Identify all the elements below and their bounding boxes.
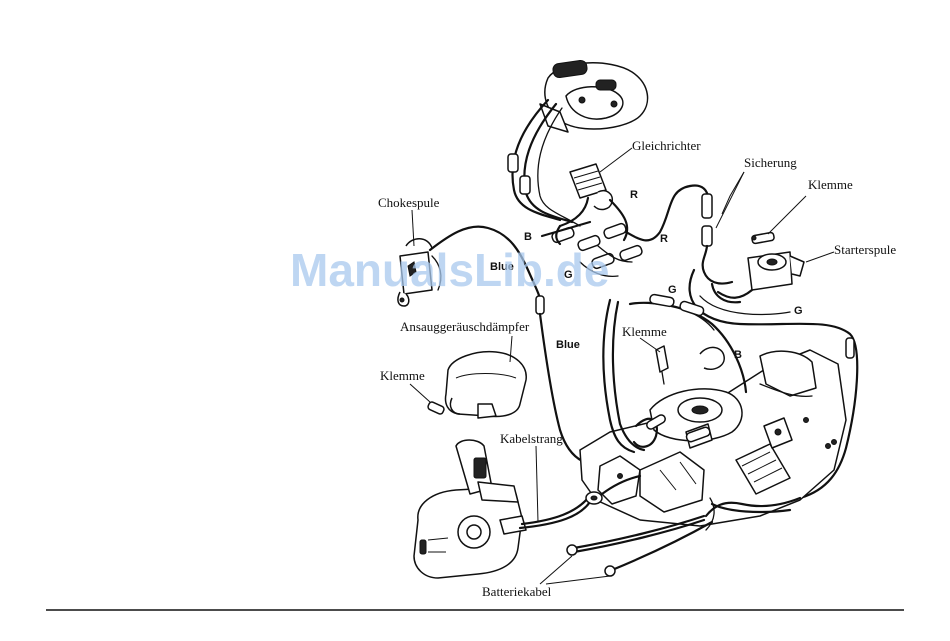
clamp-left: [427, 401, 445, 415]
label-starterspule: Starterspule: [834, 242, 896, 257]
starter-solenoid: [712, 252, 804, 302]
label-sicherung: Sicherung: [744, 155, 797, 170]
cable-grommet: [586, 492, 602, 504]
label-chokespule: Chokespule: [378, 195, 440, 210]
wire-code-b-left: B: [524, 231, 532, 243]
watermark-text: ManualsLib.de: [290, 244, 609, 296]
label-klemme-mid: Klemme: [622, 324, 667, 339]
remote-control-box: [414, 440, 526, 578]
wire-code-r-lower: R: [660, 233, 668, 245]
wire-code-r-upper: R: [630, 189, 638, 201]
fuse: [690, 185, 732, 283]
engine-block: [580, 347, 846, 526]
clamp-mid: [656, 346, 668, 384]
stator-plate: [540, 60, 648, 132]
wire-code-g-right: G: [794, 305, 803, 317]
label-kabelstrang: Kabelstrang: [500, 431, 563, 446]
label-klemme-left: Klemme: [380, 368, 425, 383]
label-gleichrichter: Gleichrichter: [632, 138, 701, 153]
label-ansauggeraeuschdaempfer: Ansauggeräuschdämpfer: [400, 319, 530, 334]
label-batteriekabel: Batteriekabel: [482, 584, 552, 599]
label-klemme-top: Klemme: [808, 177, 853, 192]
clamp-top: [751, 232, 774, 244]
intake-silencer: [446, 352, 527, 418]
wire-code-g-mid: G: [668, 284, 677, 296]
battery-cable: [567, 516, 712, 576]
wire-code-blue-long: Blue: [556, 339, 580, 351]
